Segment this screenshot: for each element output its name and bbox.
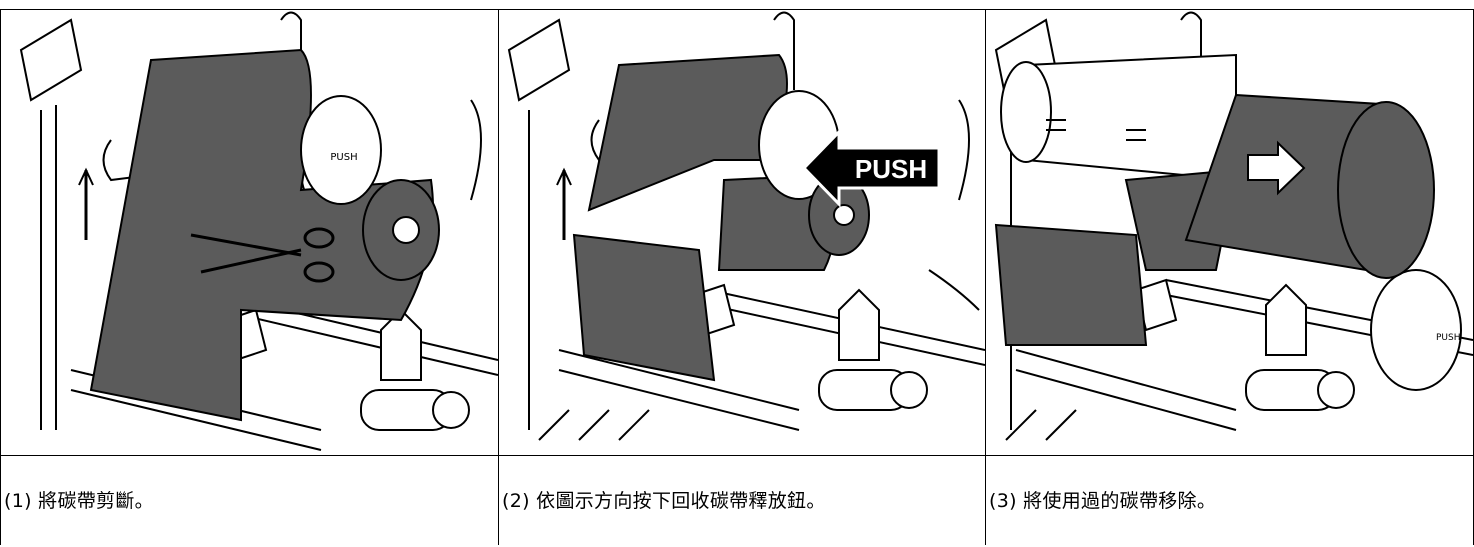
right-arrow-icon (1247, 140, 1306, 196)
step2-caption: (2) 依圖示方向按下回收碳帶釋放鈕。 (502, 490, 826, 512)
row-divider (0, 455, 1474, 456)
col-divider-1 (498, 9, 499, 545)
svg-text:PUSH: PUSH (1436, 333, 1461, 343)
instruction-table: PUSH (0, 9, 1474, 545)
col-divider-2 (985, 9, 986, 545)
svg-text:PUSH: PUSH (330, 152, 357, 163)
step1-illustration: PUSH (1, 10, 498, 455)
scissors-icon (190, 227, 335, 283)
table-top-border (0, 9, 1474, 10)
push-arrow-icon (801, 128, 941, 208)
step2-illustration: PUSH (499, 10, 985, 455)
step1-caption: (1) 將碳帶剪斷。 (4, 490, 154, 512)
step3-illustration: PUSH (986, 10, 1473, 455)
push-callout-text: PUSH (855, 154, 927, 184)
col-border-left (0, 9, 1, 545)
step3-caption: (3) 將使用過的碳帶移除。 (989, 490, 1217, 512)
